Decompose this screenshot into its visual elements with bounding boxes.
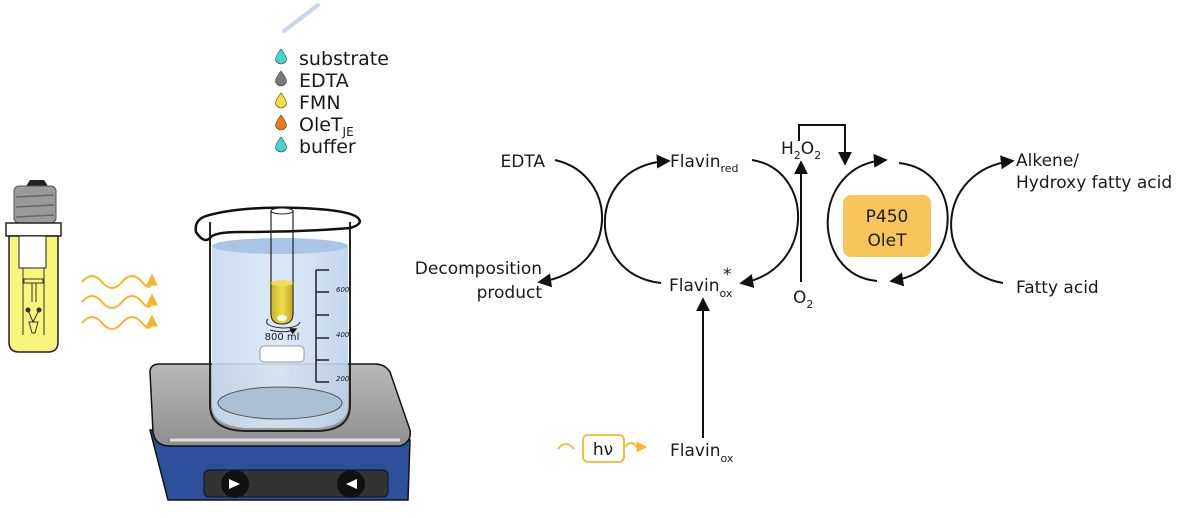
reagent-item: EDTA: [275, 70, 349, 92]
decomposition-label-2: product: [477, 283, 543, 303]
fatty-acid-label: Fatty acid: [1016, 278, 1099, 298]
svg-text:Flavinox: Flavinox: [669, 276, 733, 300]
reagent-label: buffer: [299, 136, 356, 158]
droplet-icon: [275, 114, 287, 131]
p450-cycle-arrow-bottom: [889, 162, 949, 287]
scale-tick-label: 200: [336, 375, 350, 383]
heat-knob: [337, 470, 365, 498]
fatty-acid-to-product-arrow: [950, 155, 1015, 284]
droplet-icon: [275, 48, 287, 65]
reagent-item: FMN: [275, 92, 341, 114]
h2o2-to-p450-arrow: [798, 124, 852, 166]
svg-text:H2O2: H2O2: [781, 139, 821, 162]
p450-cycle-arrow-top: [826, 153, 888, 282]
decomposition-label-1: Decomposition: [415, 259, 542, 279]
flavin-reduction-arrow: [603, 154, 671, 284]
droplet-icon: [275, 136, 287, 153]
reagent-item: buffer: [275, 136, 356, 158]
reagent-item: OleTJE: [275, 114, 354, 139]
reagent-label: EDTA: [299, 70, 349, 92]
beaker-volume-label: 800 ml: [265, 332, 300, 343]
lamp-icon: [5, 180, 62, 353]
svg-text:Flavinox: Flavinox: [670, 441, 734, 465]
reagent-item: substrate: [275, 48, 389, 70]
h2o2-label: H2O2: [781, 139, 821, 162]
reagent-label: FMN: [299, 92, 341, 114]
beaker-label-blank: [259, 345, 305, 363]
enzyme-line1: P450: [866, 207, 909, 227]
flavin-red-label: Flavinred: [670, 152, 739, 175]
svg-text:Flavinred: Flavinred: [670, 152, 739, 175]
droplet-icon: [275, 70, 287, 87]
flavin-oxidation-arrow: [739, 159, 799, 288]
pipette-icon: [282, 3, 320, 33]
beaker-scale: [315, 269, 329, 383]
enzyme-line2: OleT: [868, 231, 908, 251]
svg-text:*: *: [723, 265, 732, 285]
reagent-label: substrate: [299, 48, 389, 70]
droplet-icon: [275, 92, 287, 109]
beaker-icon: [194, 206, 361, 432]
product-label-2: Hydroxy fatty acid: [1016, 173, 1172, 193]
scale-tick-label: 600: [336, 286, 350, 294]
edta-label: EDTA: [500, 152, 545, 172]
light-waves-icon: [81, 273, 158, 330]
product-label-1: Alkene/: [1016, 151, 1079, 171]
test-tube-icon: [266, 207, 300, 332]
light-hv-icon: [557, 434, 648, 463]
reagent-label: OleTJE: [299, 114, 354, 139]
p450-olet-box: [843, 195, 931, 257]
edta-decomposition-arrow: [537, 159, 603, 288]
flavin-ox-excited-label: Flavinox *: [669, 265, 733, 300]
svg-text:O2: O2: [793, 288, 813, 311]
o2-label: O2: [793, 288, 813, 311]
hv-label: hν: [593, 440, 613, 460]
flavin-ox-label: Flavinox: [670, 441, 734, 465]
scale-tick-label: 400: [336, 331, 350, 339]
stir-speed-knob: [221, 470, 249, 498]
